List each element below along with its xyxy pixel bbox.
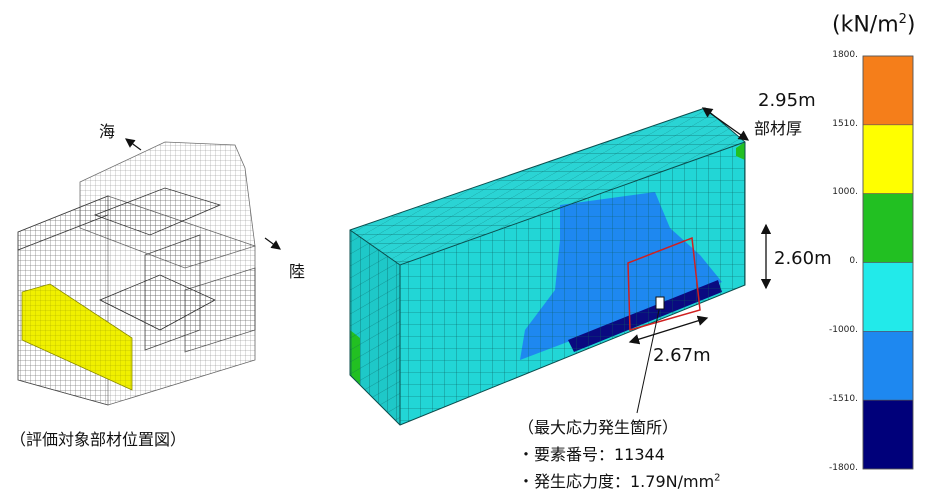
land-arrow-icon <box>264 237 281 250</box>
max-stress-element-marker <box>655 296 665 310</box>
legend-tick-label: -1510. <box>828 394 858 404</box>
legend-band <box>862 124 914 194</box>
legend-tick-label: -1000. <box>828 325 858 335</box>
legend-tick-label: -1800. <box>828 463 858 473</box>
legend-unit: (kN/m2) <box>832 12 916 38</box>
legend-tick-label: 0. <box>849 256 858 266</box>
stress-block <box>349 107 746 426</box>
height-dimension-label: 2.60m <box>774 248 832 269</box>
thickness-dimension-arrow <box>701 107 750 141</box>
width-dimension-label: 2.67m <box>653 345 711 366</box>
legend-band <box>862 331 914 401</box>
sea-arrow-icon <box>125 138 142 151</box>
land-label: 陸 <box>289 262 306 281</box>
element-number: ・要素番号：11344 <box>518 445 665 464</box>
legend-band <box>862 193 914 263</box>
legend-tick-label: 1000. <box>832 187 858 197</box>
building-wireframe <box>17 141 256 406</box>
legend-tick-label: 1510. <box>832 119 858 129</box>
width-dimension-arrow <box>628 315 709 345</box>
max-stress-title: （最大応力発生箇所） <box>518 418 679 437</box>
legend-tick-label: 1800. <box>832 50 858 60</box>
evaluation-area-box <box>627 236 701 331</box>
stress-value: ・発生応力度：1.79N/mm2 <box>518 472 721 491</box>
sea-label: 海 <box>99 122 116 141</box>
thickness-value: 2.95m <box>758 90 816 111</box>
thickness-label: 部材厚 <box>754 119 803 138</box>
legend-colorbar <box>862 55 914 470</box>
legend-band <box>862 55 914 126</box>
legend-frame <box>862 55 914 470</box>
target-member-highlight <box>21 283 133 391</box>
legend-band <box>862 262 914 332</box>
location-caption: （評価対象部材位置図） <box>10 430 187 449</box>
legend-band <box>862 399 914 470</box>
